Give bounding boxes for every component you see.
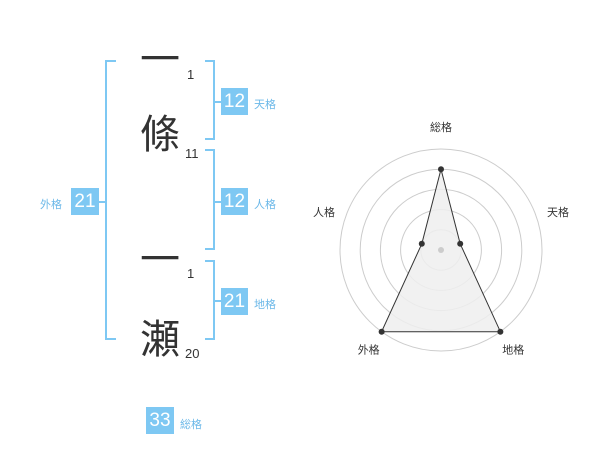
jinkaku-bracket [205, 149, 215, 250]
name-char-2: 條 [140, 112, 180, 158]
jinkaku-label: 人格 [254, 198, 276, 211]
radar-axis-label-4: 外格 [358, 343, 380, 357]
radar-ring-5 [339, 148, 543, 352]
stroke-count-2: 11 [185, 146, 199, 161]
name-char-4: 瀬 [140, 317, 180, 363]
jinkaku-value-badge: 12 [221, 188, 248, 215]
radar-point-1 [438, 166, 444, 173]
name-char-1: 一 [140, 37, 180, 83]
radar-axis-label-1: 総格 [430, 120, 452, 134]
radar-center-dot [438, 247, 444, 253]
stroke-count-3: 1 [187, 266, 195, 281]
radar-axis-label-2: 天格 [547, 205, 569, 219]
gaikaku-label: 外格 [40, 198, 62, 211]
radar-axis-label-3: 地格 [502, 343, 524, 357]
gaikaku-bracket [105, 60, 116, 340]
stroke-count-4: 20 [185, 346, 200, 361]
soukaku-label: 総格 [180, 418, 202, 431]
tenkaku-bracket [205, 60, 215, 140]
gaikaku-value-badge: 21 [71, 188, 99, 215]
radar-axis-label-5: 人格 [313, 205, 335, 219]
chikaku-label: 地格 [254, 298, 276, 311]
radar-point-5 [418, 240, 425, 247]
soukaku-value-badge: 33 [146, 407, 174, 434]
chikaku-value-badge: 21 [221, 288, 248, 315]
stroke-count-1: 1 [187, 67, 195, 82]
radar-point-2 [457, 240, 464, 247]
name-char-3: 一 [140, 237, 180, 283]
radar-point-4 [378, 328, 385, 335]
radar-point-3 [497, 328, 504, 335]
tenkaku-value-badge: 12 [221, 88, 248, 115]
tenkaku-label: 天格 [254, 98, 276, 111]
